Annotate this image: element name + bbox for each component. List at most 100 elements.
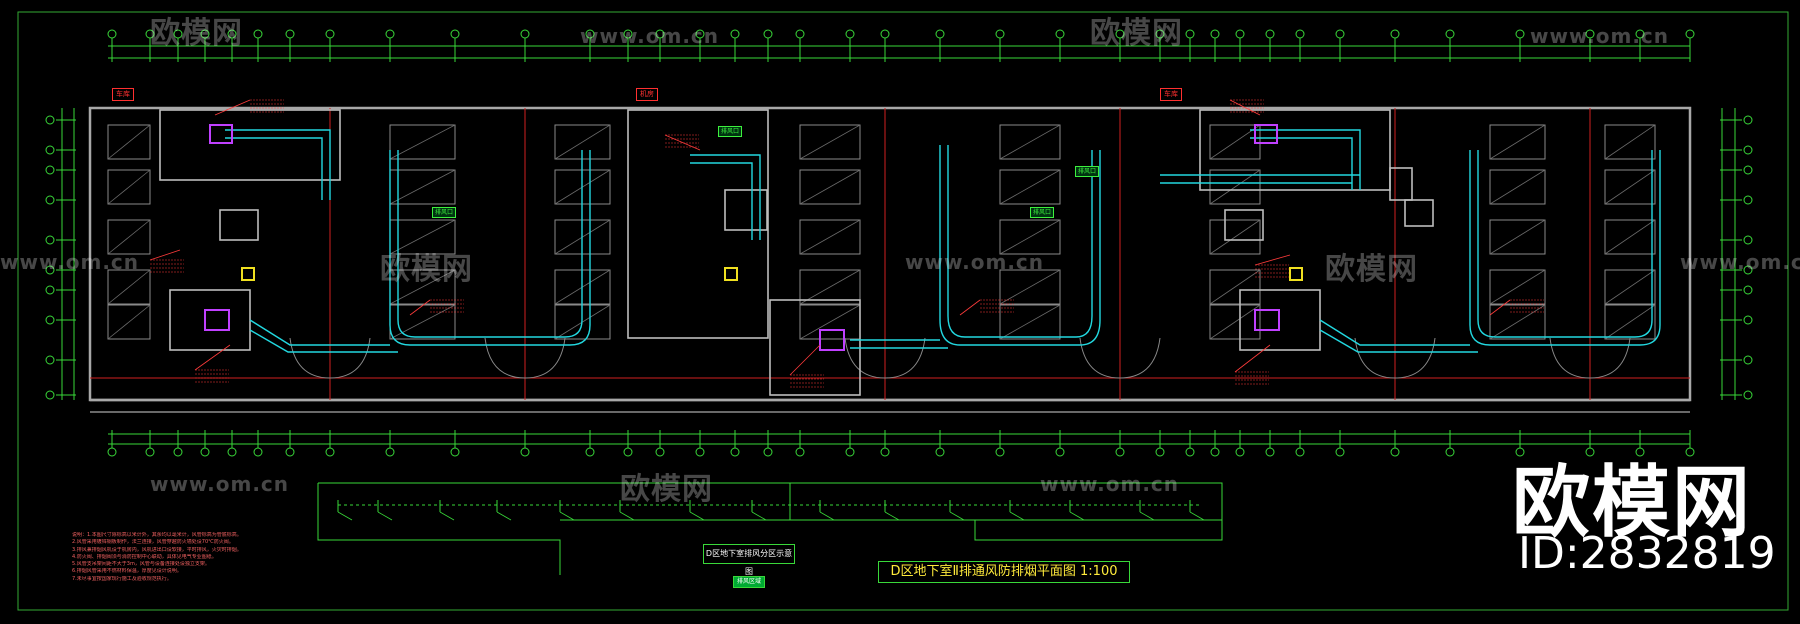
parking-bay bbox=[1209, 169, 1261, 205]
grid-bubble bbox=[285, 447, 295, 457]
parking-bay-diagonal bbox=[1489, 269, 1546, 305]
parking-bay-diagonal bbox=[389, 219, 456, 255]
grid-bubble bbox=[1515, 447, 1525, 457]
grid-bubble bbox=[173, 447, 183, 457]
door-swing bbox=[329, 337, 371, 379]
grid-bubble bbox=[253, 29, 263, 39]
parking-bay bbox=[1489, 304, 1546, 340]
door-swing bbox=[1354, 337, 1396, 379]
drawing-title: D区地下室Ⅱ排通风防排烟平面图 1:100 bbox=[878, 561, 1130, 583]
door-swing bbox=[1549, 337, 1591, 379]
leader-line bbox=[214, 99, 251, 116]
grid-bubble bbox=[45, 265, 55, 275]
grid-bubble bbox=[385, 29, 395, 39]
grid-bubble bbox=[845, 447, 855, 457]
parking-bay bbox=[1489, 169, 1546, 205]
grid-bubble bbox=[450, 29, 460, 39]
duct-label: 排风口 bbox=[432, 207, 457, 218]
fans-equipment bbox=[204, 124, 1303, 351]
door-swing bbox=[844, 337, 886, 379]
note-line: 2.风管采用镀锌钢板制作，法兰连接，风管穿越防火墙处设70℃防火阀。 bbox=[72, 539, 234, 546]
parking-bay-diagonal bbox=[107, 169, 151, 205]
grid-bubble bbox=[1295, 447, 1305, 457]
grid-bubble bbox=[1743, 195, 1753, 205]
grid-bubble bbox=[1743, 145, 1753, 155]
grid-bubble bbox=[695, 29, 705, 39]
parking-bay-diagonal bbox=[1604, 304, 1656, 340]
parking-bay-diagonal bbox=[999, 124, 1061, 160]
parking-bay bbox=[999, 269, 1061, 305]
leader-line bbox=[149, 249, 181, 261]
legend-tick-leader bbox=[1009, 511, 1025, 521]
grid-bubble bbox=[1390, 29, 1400, 39]
parking-bay-diagonal bbox=[999, 304, 1061, 340]
grid-bubble bbox=[795, 447, 805, 457]
legend-tick-leader bbox=[819, 511, 835, 521]
grid-bubble bbox=[1335, 447, 1345, 457]
room-tag: 机房 bbox=[636, 88, 658, 101]
parking-bay-diagonal bbox=[1209, 304, 1261, 340]
parking-bay-diagonal bbox=[799, 269, 861, 305]
parking-bay bbox=[1604, 219, 1656, 255]
grid-bubble bbox=[1115, 29, 1125, 39]
grid-bubble bbox=[1743, 165, 1753, 175]
duct-label: 排风口 bbox=[718, 126, 743, 137]
grid-bubble bbox=[45, 145, 55, 155]
parking-bay-diagonal bbox=[1209, 219, 1261, 255]
legend-tick-leader bbox=[377, 511, 393, 521]
parking-bay bbox=[107, 304, 151, 340]
grid-bubble bbox=[1155, 447, 1165, 457]
parking-bay-diagonal bbox=[1489, 304, 1546, 340]
parking-bay bbox=[1604, 169, 1656, 205]
note-line: 4.防火阀、排烟阀须与消防控制中心联动，具体见电气专业图纸。 bbox=[72, 553, 217, 560]
parking-bay bbox=[107, 124, 151, 160]
parking-bay bbox=[999, 169, 1061, 205]
parking-bay bbox=[799, 269, 861, 305]
parking-bay-diagonal bbox=[799, 219, 861, 255]
note-line: 说明：1.本图尺寸除标高以米计外，其余均以毫米计，风管标高为管底标高。 bbox=[72, 532, 242, 538]
parking-bay-diagonal bbox=[999, 169, 1061, 205]
grid-bubble bbox=[1743, 390, 1753, 400]
parking-bay-diagonal bbox=[1209, 269, 1261, 305]
exhaust-zone-legend bbox=[317, 482, 1223, 575]
grid-bubble bbox=[845, 29, 855, 39]
parking-bay bbox=[107, 169, 151, 205]
parking-bay bbox=[389, 124, 456, 160]
parking-bay bbox=[1489, 219, 1546, 255]
parking-bay-diagonal bbox=[554, 124, 611, 160]
grid-bubble bbox=[325, 29, 335, 39]
door-swing bbox=[884, 337, 926, 379]
grid-bubble bbox=[1685, 447, 1695, 457]
parking-bay-diagonal bbox=[1604, 219, 1656, 255]
grid-bubble bbox=[730, 29, 740, 39]
parking-bay bbox=[1209, 269, 1261, 305]
grid-bubble bbox=[1445, 447, 1455, 457]
grid-bubble bbox=[655, 29, 665, 39]
grid-bubble bbox=[45, 235, 55, 245]
legend-tick-leader bbox=[689, 511, 705, 521]
leader-line bbox=[1489, 299, 1511, 316]
building-walls bbox=[88, 106, 1692, 413]
grid-bubble bbox=[1055, 29, 1065, 39]
parking-bay-diagonal bbox=[799, 169, 861, 205]
legend-tag: 排风区域 bbox=[733, 576, 765, 588]
grid-bubble bbox=[1743, 235, 1753, 245]
grid-bubble bbox=[1155, 29, 1165, 39]
grid-bubble bbox=[655, 447, 665, 457]
grid-bubble bbox=[585, 447, 595, 457]
brand-logo-text: 欧模网 bbox=[1512, 458, 1753, 548]
parking-bay-diagonal bbox=[999, 219, 1061, 255]
leader-line bbox=[959, 299, 981, 316]
grid-bubble bbox=[1235, 447, 1245, 457]
grid-bubble bbox=[145, 447, 155, 457]
bottom-grid-bubbles bbox=[107, 430, 1695, 457]
grid-bubble bbox=[1515, 29, 1525, 39]
parking-bay bbox=[799, 169, 861, 205]
legend-tick-leader bbox=[1069, 511, 1085, 521]
grid-bubble bbox=[45, 315, 55, 325]
legend-tick-leader bbox=[496, 511, 512, 521]
grid-bubble bbox=[1235, 29, 1245, 39]
door-swing bbox=[524, 337, 566, 379]
grid-bubble bbox=[1743, 115, 1753, 125]
